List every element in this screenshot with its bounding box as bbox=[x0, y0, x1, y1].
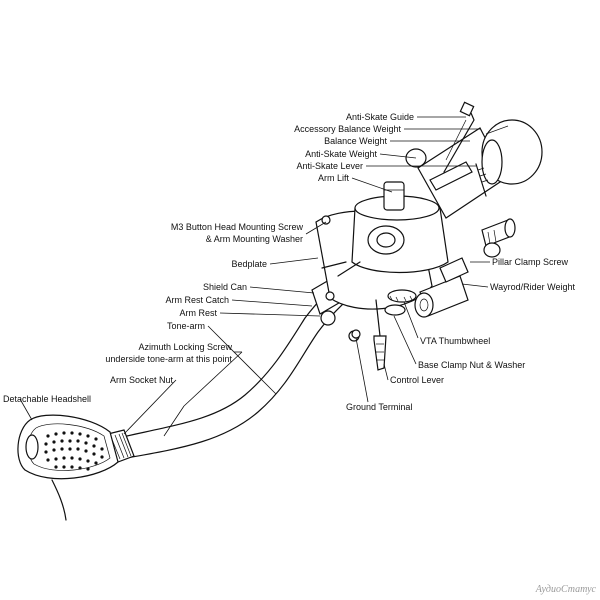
label-anti-skate-weight: Anti-Skate Weight bbox=[305, 149, 377, 159]
watermark-text: АудиоСтатус bbox=[535, 584, 597, 595]
label-anti-skate-lever: Anti-Skate Lever bbox=[296, 161, 363, 171]
label-azimuth-1: Azimuth Locking Screw bbox=[138, 342, 232, 352]
label-m3-screw-2: & Arm Mounting Washer bbox=[206, 234, 303, 244]
label-vta-thumbwheel: VTA Thumbwheel bbox=[420, 336, 490, 346]
label-m3-screw-1: M3 Button Head Mounting Screw bbox=[171, 222, 304, 232]
label-control-lever: Control Lever bbox=[390, 375, 444, 385]
pillar-clamp-screw bbox=[481, 218, 516, 258]
label-ground-terminal: Ground Terminal bbox=[346, 402, 412, 412]
label-arm-socket-nut: Arm Socket Nut bbox=[110, 375, 174, 385]
leader-lines bbox=[19, 116, 490, 437]
label-bedplate: Bedplate bbox=[231, 259, 267, 269]
label-accessory-balance-weight: Accessory Balance Weight bbox=[294, 124, 401, 134]
base-clamp-nut bbox=[384, 304, 406, 316]
anti-skate-guide bbox=[443, 101, 475, 173]
control-lever bbox=[373, 299, 387, 371]
headshell-dimples bbox=[44, 431, 104, 471]
arm-lift bbox=[383, 181, 405, 211]
label-azimuth-2: underside tone-arm at this point bbox=[105, 354, 232, 364]
detachable-headshell bbox=[17, 414, 119, 521]
label-arm-rest-catch: Arm Rest Catch bbox=[165, 295, 229, 305]
label-detachable-headshell: Detachable Headshell bbox=[3, 394, 91, 404]
label-pillar-clamp-screw: Pillar Clamp Screw bbox=[492, 257, 569, 267]
label-balance-weight: Balance Weight bbox=[324, 136, 387, 146]
vta-thumbwheel bbox=[387, 289, 417, 303]
label-anti-skate-guide: Anti-Skate Guide bbox=[346, 112, 414, 122]
wayrod-rider-weight bbox=[414, 257, 469, 318]
label-tone-arm: Tone-arm bbox=[167, 321, 205, 331]
tonearm-drawing bbox=[17, 101, 543, 521]
label-arm-rest: Arm Rest bbox=[179, 308, 217, 318]
label-shield-can: Shield Can bbox=[203, 282, 247, 292]
callout-labels: Anti-Skate Guide Accessory Balance Weigh… bbox=[3, 112, 576, 412]
ground-terminal bbox=[351, 329, 361, 339]
counterweight-assembly bbox=[405, 119, 543, 219]
label-arm-lift: Arm Lift bbox=[318, 173, 350, 183]
label-wayrod-rider-weight: Wayrod/Rider Weight bbox=[490, 282, 576, 292]
label-base-clamp-nut: Base Clamp Nut & Washer bbox=[418, 360, 525, 370]
watermark: АудиоСтатус bbox=[535, 584, 597, 595]
